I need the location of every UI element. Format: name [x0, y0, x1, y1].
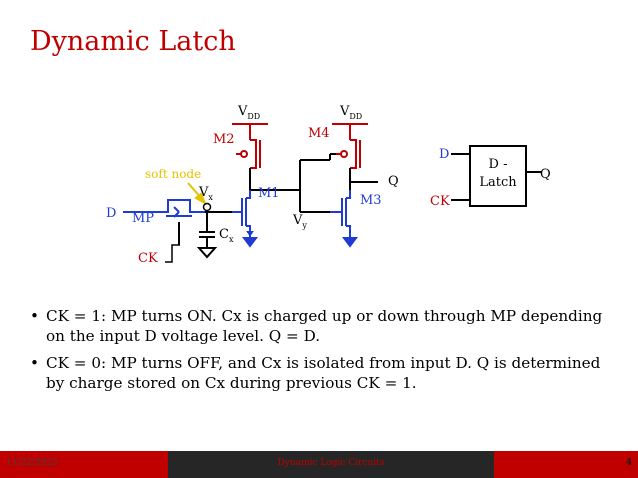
m2-drain-wire [249, 168, 300, 191]
vx-node [202, 202, 212, 212]
q-output-wire [349, 168, 378, 190]
ck-clock-waveform [165, 244, 180, 263]
footer-date-panel: 11/22/2023 [0, 451, 168, 478]
m4-transistor [332, 123, 368, 169]
vdd-label-m2: VDD [237, 104, 260, 121]
d-latch-ck-pin: CK [430, 194, 450, 209]
cx-label: Cx [219, 227, 234, 244]
m3-transistor [330, 190, 358, 248]
bullet-list: • CK = 1: MP turns ON. Cx is charged up … [30, 306, 620, 400]
vx-node-wiring [196, 211, 232, 259]
soft-node-label: soft node [145, 167, 201, 181]
bullet-marker: • [30, 307, 39, 325]
d-input-label: D [106, 206, 116, 221]
d-latch-d-pin: D [439, 147, 449, 162]
mp-transistor [123, 199, 205, 218]
d-latch-block [451, 145, 542, 207]
footer-date: 11/22/2023 [6, 458, 58, 468]
q-label: Q [388, 174, 399, 189]
bullet-text: CK = 1: MP turns ON. Cx is charged up or… [46, 307, 603, 345]
vdd-label-m4: VDD [339, 104, 362, 121]
footer-page-number: 4 [625, 458, 632, 468]
m1-transistor [232, 190, 258, 248]
dynamic-latch-circuit: VDD VDD M2 M4 M1 M3 MP D CK Q Vx Vy Cx s… [106, 104, 551, 266]
soft-node-arrow [187, 182, 208, 206]
slide-title: Dynamic Latch [30, 26, 236, 57]
footer-title-panel: Dynamic Logic Circuits [168, 451, 494, 478]
m2-label: M2 [213, 132, 235, 147]
bullet-item-ck1: • CK = 1: MP turns ON. Cx is charged up … [30, 306, 620, 346]
vy-node-wiring [299, 159, 330, 213]
m2-transistor [232, 123, 268, 169]
slide-footer: 11/22/2023 Dynamic Logic Circuits 4 [0, 451, 638, 478]
d-latch-title-line1: D - [489, 157, 508, 172]
m3-label: M3 [360, 193, 382, 208]
m1-label: M1 [258, 186, 280, 201]
footer-title: Dynamic Logic Circuits [277, 458, 385, 468]
vy-label: Vy [292, 213, 307, 230]
ck-label: CK [138, 251, 158, 266]
bullet-text: CK = 0: MP turns OFF, and Cx is isolated… [46, 354, 601, 392]
footer-page-panel: 4 [494, 451, 638, 478]
d-latch-q-pin: Q [540, 167, 551, 182]
bullet-marker: • [30, 354, 39, 372]
d-latch-title-line2: Latch [479, 175, 517, 190]
mp-label: MP [132, 211, 154, 226]
vx-label: Vx [198, 185, 213, 202]
m4-gate-wire [329, 153, 336, 160]
m4-label: M4 [308, 126, 330, 141]
bullet-item-ck0: • CK = 0: MP turns OFF, and Cx is isolat… [30, 353, 620, 393]
